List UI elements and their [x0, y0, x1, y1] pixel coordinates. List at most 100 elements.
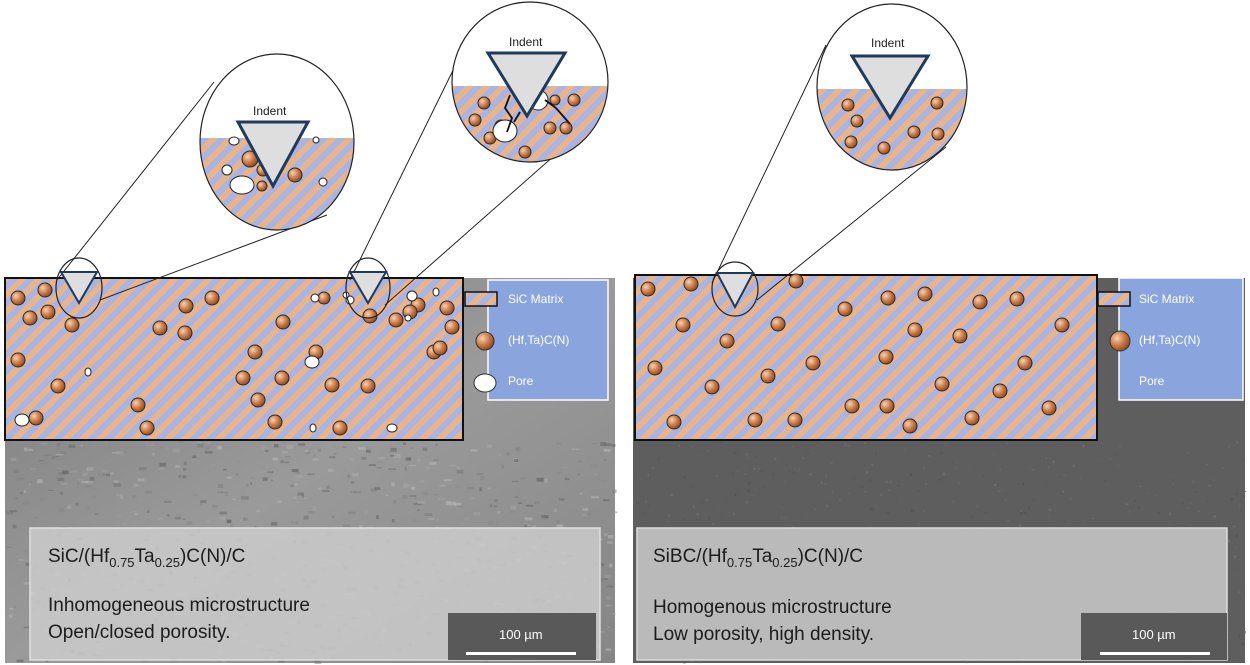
particle	[50, 378, 66, 394]
caption-line-1-right: Homogenous microstructure	[653, 597, 892, 618]
particle	[902, 418, 918, 434]
particle	[324, 377, 340, 393]
pore	[318, 177, 328, 187]
particle	[267, 414, 283, 430]
particle	[877, 141, 891, 155]
particle	[439, 300, 455, 316]
pore	[14, 413, 30, 427]
particle	[468, 113, 482, 127]
particle	[567, 93, 581, 107]
particle	[878, 349, 894, 365]
indent-site-circle	[711, 261, 759, 317]
particle	[770, 316, 786, 332]
legend-right	[1097, 277, 1244, 401]
particle	[907, 125, 921, 139]
particle	[747, 412, 763, 428]
legend-left	[464, 279, 609, 401]
particle	[788, 273, 804, 289]
particle	[787, 412, 803, 428]
pore	[432, 287, 440, 297]
pore	[309, 423, 317, 433]
scale-bar-left	[448, 613, 596, 660]
particle	[274, 370, 290, 386]
particle	[719, 333, 735, 349]
indent-site-circle	[55, 257, 103, 319]
caption-line-1-left: Inhomogeneous microstructure	[48, 595, 310, 616]
caption-title-right: SiBC/(Hf0.75Ta0.25)C(N)/C	[653, 546, 864, 570]
indent-label: Indent	[871, 36, 905, 50]
particle	[640, 281, 656, 297]
scale-bar-label-right: 100 µm	[1132, 627, 1176, 642]
particle	[837, 301, 853, 317]
particle	[841, 98, 855, 112]
zoom-bubble-right	[816, 3, 968, 171]
particle	[850, 114, 864, 128]
caption-line-2-left: Open/closed porosity.	[48, 622, 231, 643]
particle	[549, 94, 561, 106]
particle	[247, 344, 263, 360]
indenter-tip	[235, 120, 311, 190]
particle	[844, 135, 858, 149]
particle	[880, 290, 896, 306]
legend-pore-label: Pore	[508, 374, 534, 388]
particle	[930, 96, 944, 110]
indenter-tip	[849, 54, 931, 121]
pore	[312, 136, 320, 144]
particle	[704, 379, 720, 395]
particle	[10, 352, 26, 368]
particle	[647, 360, 663, 376]
particle	[64, 317, 80, 333]
particle	[964, 410, 980, 426]
indenter-tip	[485, 51, 568, 119]
legend-matrix-swatch	[464, 291, 498, 307]
particle	[37, 282, 53, 298]
legend-particle-label: (Hf,Ta)C(N)	[1139, 333, 1201, 347]
indenter-tip	[348, 271, 388, 305]
particle	[360, 378, 376, 394]
legend-pore-swatch	[473, 373, 497, 393]
particle	[10, 290, 26, 306]
legend-matrix-swatch	[1097, 291, 1131, 307]
scale-bar-right	[1081, 613, 1227, 660]
particle	[152, 320, 168, 336]
pore	[229, 175, 255, 195]
pore	[84, 367, 92, 377]
particle	[1009, 291, 1025, 307]
particle	[879, 398, 895, 414]
pore	[492, 119, 518, 143]
indent-site-circle	[345, 257, 391, 319]
pore	[310, 293, 320, 303]
particle	[934, 376, 950, 392]
particle	[275, 314, 291, 330]
scale-bar-label-left: 100 µm	[499, 627, 543, 642]
particle	[844, 398, 860, 414]
particle	[332, 420, 348, 436]
particle	[177, 325, 193, 341]
caption-line-2-right: Low porosity, high density.	[653, 624, 875, 645]
particle	[204, 290, 220, 306]
legend-particle-swatch	[475, 331, 495, 351]
particle	[917, 286, 933, 302]
particle	[130, 397, 146, 413]
particle	[22, 310, 38, 326]
particle	[972, 294, 988, 310]
particle	[992, 383, 1008, 399]
particle	[287, 167, 303, 183]
particle	[256, 180, 268, 192]
pore	[406, 290, 418, 302]
pore	[304, 355, 320, 369]
particle	[931, 127, 945, 141]
particle	[432, 340, 448, 356]
particle	[543, 121, 557, 135]
particle	[317, 291, 331, 305]
particle	[760, 368, 776, 384]
indent-label: Indent	[253, 104, 287, 118]
legend-matrix-label: SiC Matrix	[1139, 292, 1195, 306]
particle	[477, 96, 491, 110]
particle	[683, 276, 699, 292]
particle	[666, 414, 682, 430]
indenter-tip	[59, 271, 99, 305]
particle	[1041, 400, 1057, 416]
particle	[250, 392, 266, 408]
particle	[235, 370, 251, 386]
